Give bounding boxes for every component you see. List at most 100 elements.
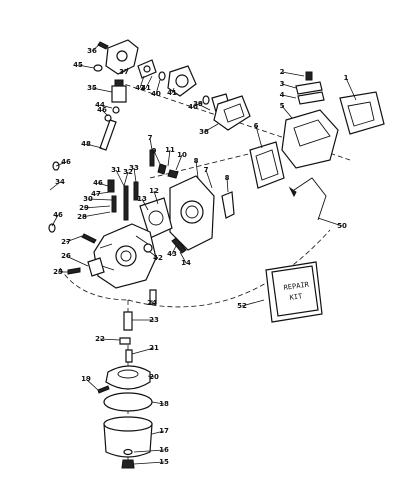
leader-line-48 xyxy=(85,143,103,149)
leader-line-8 xyxy=(226,177,229,193)
leader-line-28 xyxy=(81,211,111,218)
leader-line-16 xyxy=(133,449,165,453)
leader-line-31 xyxy=(115,169,125,187)
callout-43: 43 xyxy=(167,250,177,258)
leader-line-7 xyxy=(149,137,153,151)
leader-line-21 xyxy=(131,347,155,355)
callout-27: 27 xyxy=(61,238,71,246)
leader-line-40 xyxy=(155,79,161,95)
callout-52: 52 xyxy=(237,302,247,310)
callout-29: 29 xyxy=(79,204,89,212)
carburetor-body xyxy=(67,149,235,289)
leader-line-1 xyxy=(345,77,357,101)
leader-line-15 xyxy=(133,461,165,465)
callout-6: 6 xyxy=(254,122,259,130)
callout-42: 42 xyxy=(135,84,145,92)
callout-37: 37 xyxy=(119,68,129,76)
callout-32: 32 xyxy=(123,168,133,176)
callout-9: 9 xyxy=(152,147,157,155)
leader-line-14 xyxy=(179,251,187,264)
callout-23: 23 xyxy=(149,316,159,324)
leader-line-52 xyxy=(241,299,265,307)
leader-line-46 xyxy=(97,182,109,187)
repair-kit-label-line2: KIT xyxy=(289,292,303,302)
fuel-hose xyxy=(43,68,97,241)
repair-kit-box: REPAIR KIT xyxy=(265,261,323,323)
callout-40: 40 xyxy=(188,103,198,111)
hose-clips xyxy=(48,64,115,233)
callout-16: 16 xyxy=(159,446,169,454)
callout-25: 25 xyxy=(53,268,63,276)
callout-8: 8 xyxy=(194,157,199,165)
leader-line-7 xyxy=(205,169,213,189)
callout-45: 45 xyxy=(73,61,83,69)
callout-1: 1 xyxy=(344,74,349,82)
leader-line-46 xyxy=(101,109,109,117)
callout-11: 11 xyxy=(165,146,175,154)
leader-line-4 xyxy=(281,94,297,99)
callout-44: 44 xyxy=(95,101,105,109)
callout-30: 30 xyxy=(83,195,93,203)
callout-28: 28 xyxy=(77,213,87,221)
leader-line-20 xyxy=(147,375,155,378)
leader-line-40 xyxy=(192,101,203,108)
callout-34: 34 xyxy=(55,178,65,186)
float-bowl-assembly xyxy=(97,289,157,469)
callout-33: 33 xyxy=(129,164,139,172)
callout-48: 48 xyxy=(81,140,91,148)
callout-leaders xyxy=(49,43,357,465)
callout-19: 19 xyxy=(81,375,91,383)
callout-12: 12 xyxy=(149,187,159,195)
leader-line-47 xyxy=(95,191,111,195)
leader-line-27 xyxy=(65,235,83,243)
callout-3: 3 xyxy=(280,80,285,88)
callout-41: 41 xyxy=(167,89,177,97)
callout-17: 17 xyxy=(159,427,169,435)
callout-47: 47 xyxy=(91,190,101,198)
leader-line-41 xyxy=(145,75,153,89)
callout-14: 14 xyxy=(181,259,191,267)
leader-line-43 xyxy=(171,245,177,255)
leader-line-46 xyxy=(55,161,67,167)
leader-line-46 xyxy=(51,214,59,227)
callout-46: 46 xyxy=(53,211,63,219)
callout-20: 20 xyxy=(149,373,159,381)
leader-line-36 xyxy=(91,43,101,52)
leader-line-34 xyxy=(49,181,61,191)
callout-36: 36 xyxy=(87,47,97,55)
callout-50: 50 xyxy=(337,222,347,230)
leader-line-26 xyxy=(65,255,89,267)
callout-35: 35 xyxy=(87,84,97,92)
leader-line-41 xyxy=(171,87,175,94)
leader-line-3 xyxy=(281,83,297,89)
repair-kit-label-line1: REPAIR xyxy=(283,280,310,292)
callout-4: 4 xyxy=(280,91,285,99)
leader-line-37 xyxy=(123,67,129,73)
leader-line-39 xyxy=(197,103,211,111)
callout-31: 31 xyxy=(111,166,121,174)
leader-line-8 xyxy=(195,160,199,179)
leader-line-50 xyxy=(317,217,343,227)
leader-line-18 xyxy=(151,401,165,405)
leader-line-29 xyxy=(83,205,111,209)
callout-46: 46 xyxy=(61,158,71,166)
callout-39: 39 xyxy=(193,100,203,108)
leader-line-35 xyxy=(91,87,113,93)
callout-15: 15 xyxy=(159,458,169,466)
leader-line-22 xyxy=(99,338,121,341)
leader-line-6 xyxy=(255,125,263,149)
leader-line-44 xyxy=(99,104,113,109)
leader-line-42 xyxy=(149,251,159,259)
callout-42: 42 xyxy=(153,254,163,262)
leader-line-42 xyxy=(139,75,145,89)
leader-line-17 xyxy=(151,430,165,435)
intake-upper-parts xyxy=(97,39,251,151)
callout-22: 22 xyxy=(95,335,105,343)
callout-18: 18 xyxy=(159,400,169,408)
leader-line-12 xyxy=(153,190,159,205)
leader-line-11 xyxy=(167,149,171,167)
reed-plate-parts xyxy=(249,71,385,221)
callout-21: 21 xyxy=(149,344,159,352)
